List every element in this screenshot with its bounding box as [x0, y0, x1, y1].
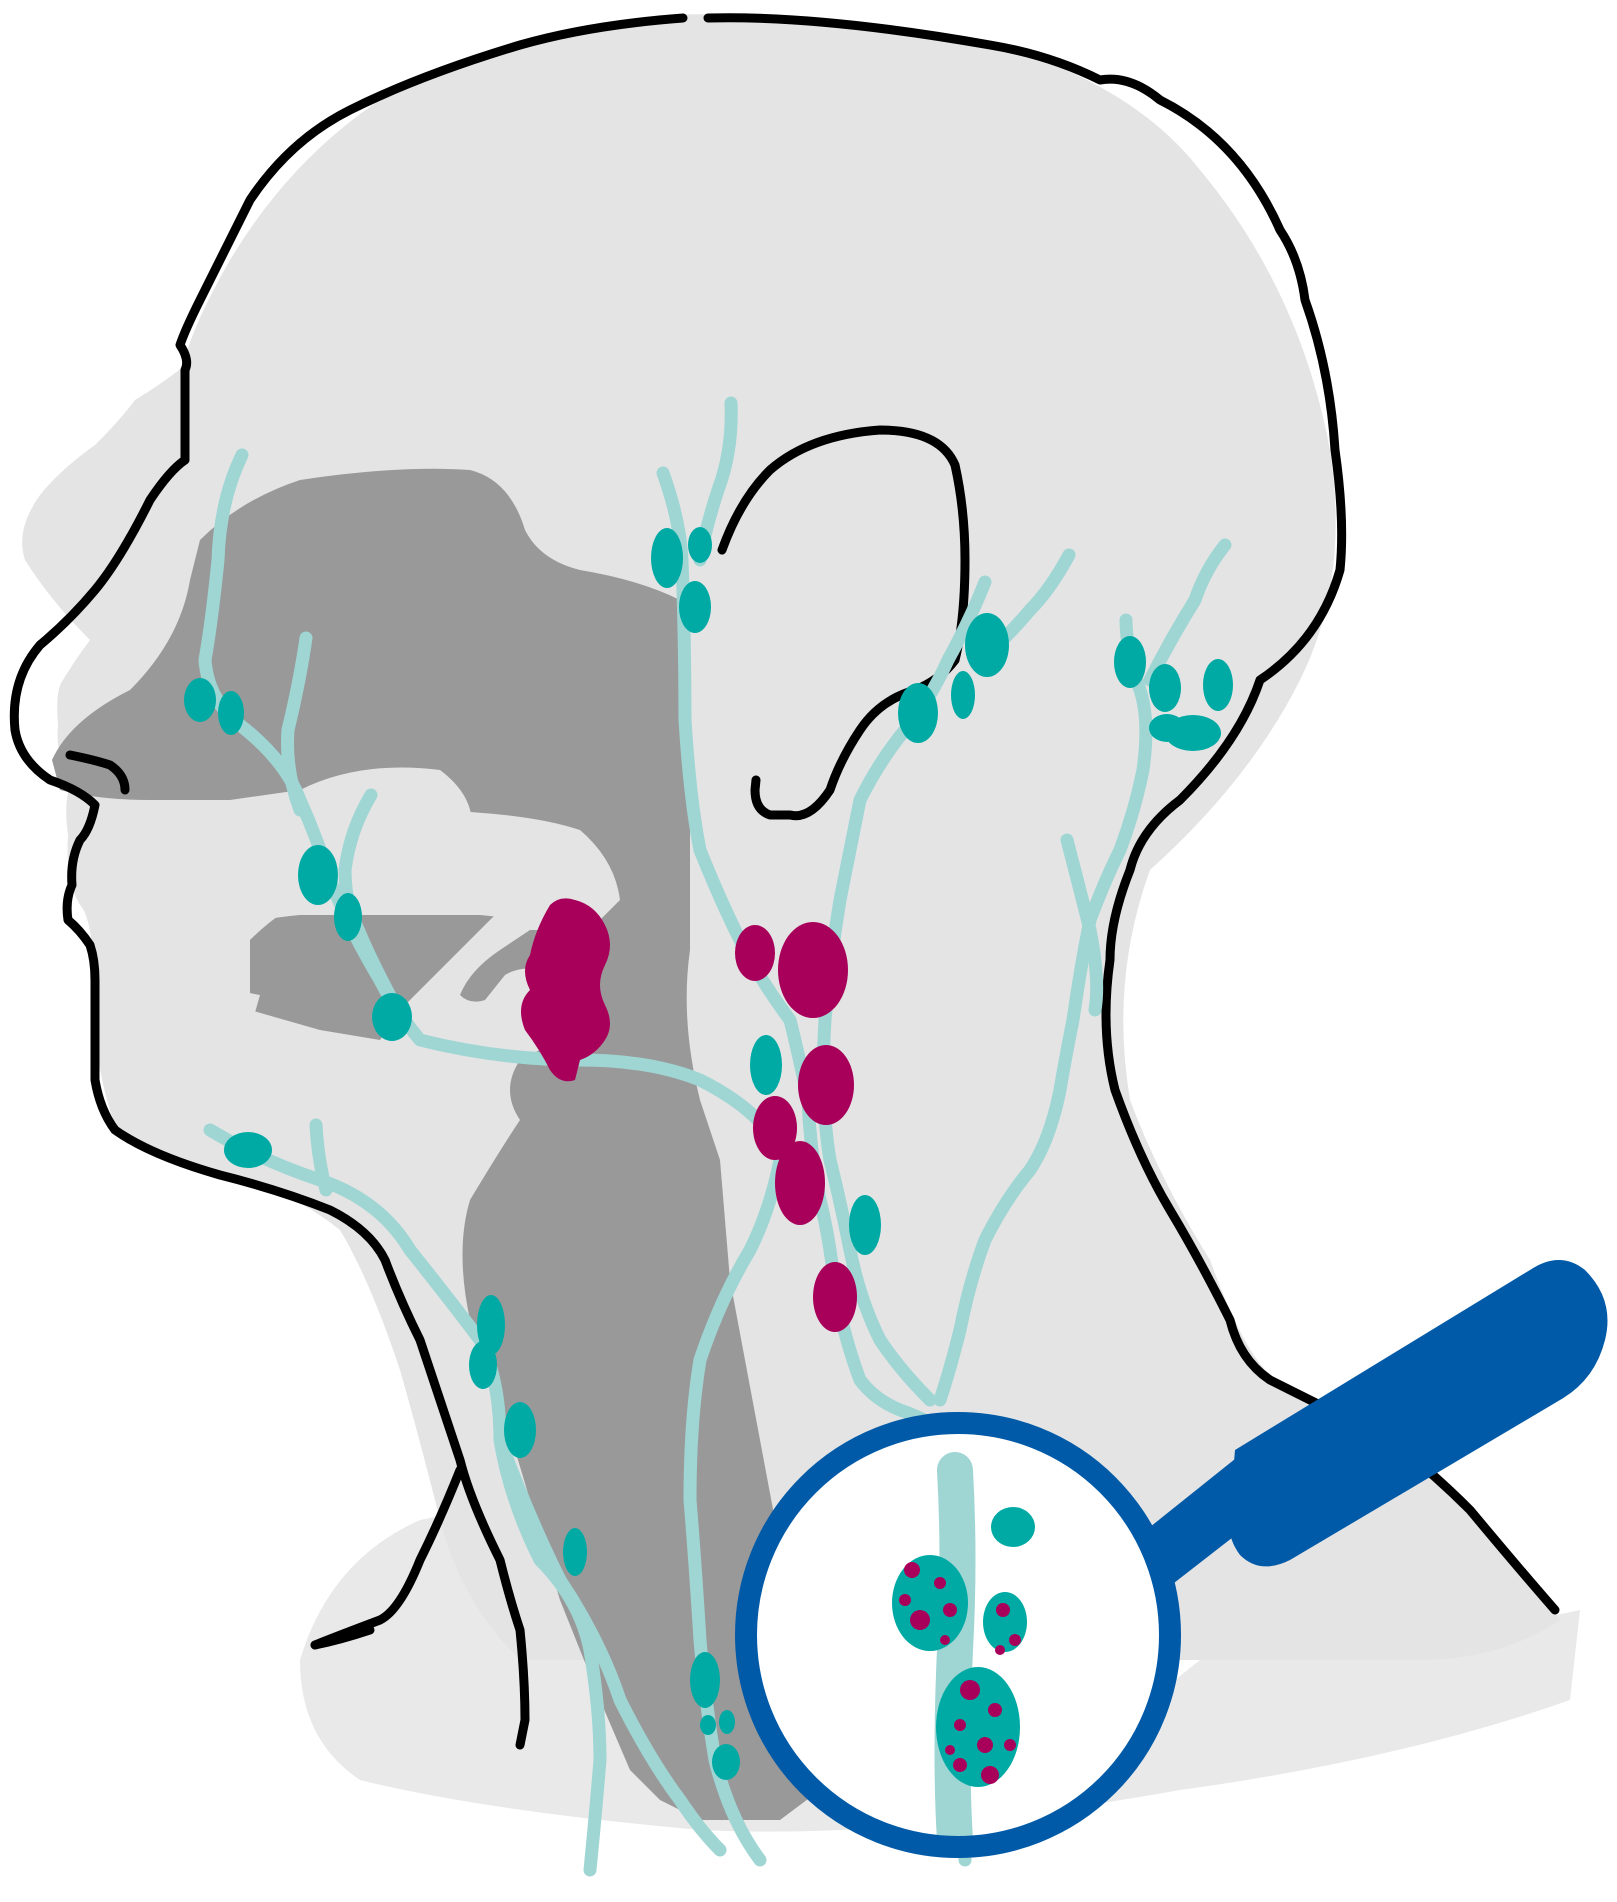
healthy-lymph-node — [504, 1402, 536, 1458]
healthy-lymph-node — [898, 683, 938, 743]
healthy-lymph-node — [849, 1195, 881, 1255]
affected-lymph-node — [798, 1045, 854, 1125]
neck-front-outline — [310, 1625, 375, 1650]
healthy-lymph-node — [1114, 636, 1146, 688]
lymphatic-vessels — [198, 396, 1232, 1877]
healthy-lymph-node — [563, 1528, 587, 1576]
magnifier-handle — [1228, 1260, 1608, 1567]
healthy-lymph-node — [334, 893, 362, 941]
healthy-lymph-node — [224, 1132, 272, 1168]
magnified-healthy-node — [991, 1507, 1035, 1547]
healthy-lymph-node — [750, 1035, 782, 1095]
magnifier-rim — [735, 1412, 1181, 1858]
tumor-spots — [899, 1562, 1021, 1784]
magnifying-glass-icon — [735, 1260, 1608, 1858]
head-outline — [703, 13, 1560, 1615]
magnified-vessel — [934, 1452, 976, 1858]
healthy-lymph-node — [1149, 714, 1185, 742]
affected-lymph-nodes — [521, 898, 857, 1332]
healthy-lymph-node — [372, 993, 412, 1041]
nostril-line — [65, 750, 130, 795]
oral-gap — [170, 870, 580, 1010]
healthy-lymph-node — [298, 845, 338, 905]
affected-lymph-node — [775, 1141, 825, 1225]
healthy-lymph-node — [688, 527, 712, 563]
affected-lymph-node-cluster — [521, 898, 610, 1082]
floor-shadow — [300, 1500, 1580, 1832]
healthy-lymph-node — [719, 1710, 735, 1734]
affected-lymph-node — [778, 922, 848, 1018]
healthy-lymph-node — [712, 1744, 740, 1780]
magnified-affected-node — [983, 1592, 1027, 1652]
healthy-lymph-node — [1203, 659, 1233, 711]
magnifier-neck — [1140, 1455, 1255, 1590]
magnified-affected-node — [936, 1667, 1020, 1787]
healthy-lymph-node — [218, 691, 244, 735]
magnified-affected-node — [892, 1555, 968, 1651]
nasal-cavity — [52, 468, 820, 1820]
healthy-lymph-node — [700, 1715, 716, 1735]
face-profile-outline — [9, 13, 688, 1750]
healthy-lymph-node — [679, 581, 711, 633]
healthy-lymph-node — [184, 678, 216, 722]
affected-lymph-node — [735, 925, 775, 981]
healthy-lymph-node — [1149, 664, 1181, 712]
palate-gap — [150, 810, 620, 1030]
affected-lymph-node — [753, 1096, 797, 1160]
magnified-view — [892, 1452, 1035, 1858]
healthy-lymph-node — [651, 528, 683, 588]
healthy-lymph-nodes — [184, 527, 1233, 1780]
affected-lymph-node — [813, 1262, 857, 1332]
healthy-lymph-node — [690, 1652, 720, 1708]
healthy-lymph-node — [965, 613, 1009, 677]
airway-and-pharynx — [52, 468, 820, 1820]
healthy-lymph-node — [951, 671, 975, 719]
healthy-lymph-node — [469, 1341, 497, 1389]
healthy-lymph-node — [477, 1295, 505, 1355]
